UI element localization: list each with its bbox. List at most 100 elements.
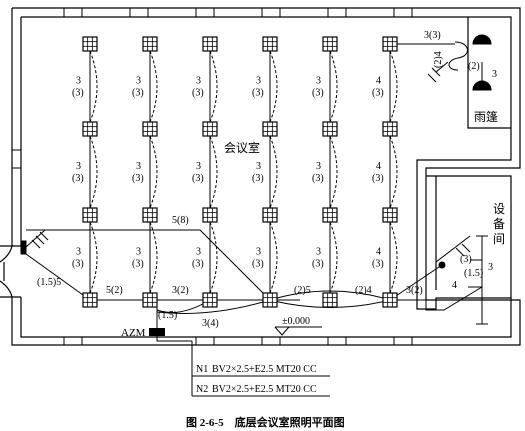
vertical-wire-dashed	[209, 221, 218, 294]
wire-count: 3	[316, 247, 321, 258]
label-canopy-right-a: (2)	[468, 61, 480, 72]
vertical-wire-dashed	[149, 221, 158, 294]
ceiling-light-icon	[202, 121, 218, 137]
route-labels: 3(3) (2)4 (2) 3 5(8) (1.5)5 5(2) 3(2) (2…	[37, 30, 497, 329]
vertical-wire-dashed	[329, 135, 338, 209]
equipment-room-wall	[426, 175, 512, 298]
ceiling-light-icon	[382, 292, 398, 308]
wire-count: 3	[316, 76, 321, 87]
left-door	[0, 245, 21, 298]
canopy-switch-icon	[427, 41, 468, 83]
wire-count: 3	[256, 76, 261, 87]
vertical-wire-dashed	[149, 50, 158, 123]
label-equip-b: (1.5)	[464, 268, 483, 279]
bottom-run	[90, 286, 483, 311]
wire-count: 4	[376, 247, 381, 258]
distribution-box	[149, 328, 165, 336]
circuit-n2-spec: BV2×2.5+E2.5 MT20 CC	[212, 384, 317, 395]
ceiling-light-icon	[82, 121, 98, 137]
ceiling-light-icon	[262, 36, 278, 52]
wire-count-parenthetical: (3)	[312, 173, 324, 184]
wire-count: 3	[136, 161, 141, 172]
wire-count: 3	[316, 161, 321, 172]
elevation-mark	[274, 326, 322, 336]
canopy-label: 雨篷	[474, 109, 498, 124]
vertical-wire-dashed	[389, 135, 398, 209]
wire-count-parenthetical: (3)	[372, 173, 384, 184]
circuit-schedule	[191, 341, 330, 397]
wire-count-parenthetical: (3)	[192, 259, 204, 270]
walls	[0, 7, 521, 346]
label-bottom-b: 3(2)	[172, 285, 189, 296]
vertical-wire-dashed	[269, 50, 278, 123]
ceiling-light-icon	[382, 36, 398, 52]
ceiling-light-icon	[142, 292, 158, 308]
wire-count-labels: 3(3)3(3)3(3)3(3)3(3)4(3)3(3)3(3)3(3)3(3)…	[72, 76, 384, 270]
wire-count: 3	[196, 247, 201, 258]
figure-caption: 图 2-6-5 底层会议室照明平面图	[186, 415, 345, 429]
ceiling-light-icon	[382, 207, 398, 223]
label-equip-c: 3	[488, 262, 493, 273]
wire-count: 4	[376, 161, 381, 172]
vertical-wire-dashed	[389, 221, 398, 294]
wire-count-parenthetical: (3)	[72, 259, 84, 270]
canopy-wall	[467, 17, 511, 129]
wire-count-parenthetical: (3)	[192, 173, 204, 184]
wire-count: 3	[76, 247, 81, 258]
wire-count-parenthetical: (3)	[252, 88, 264, 99]
ceiling-light-icon	[82, 36, 98, 52]
panel-drop	[156, 336, 192, 342]
ceiling-light-icon	[82, 207, 98, 223]
wire-count-parenthetical: (3)	[192, 88, 204, 99]
wire-count: 3	[256, 247, 261, 258]
inner-wall	[20, 16, 512, 338]
meeting-room-label: 会议室	[224, 140, 260, 155]
circuit-n2-name: N2	[196, 384, 208, 395]
label-bottom-e: 3(2)	[406, 285, 423, 296]
wire-count-parenthetical: (3)	[252, 173, 264, 184]
ceiling-light-icon	[82, 292, 98, 308]
label-bottom-a: 5(2)	[106, 285, 123, 296]
label-canopy-right-b: 3	[492, 69, 497, 80]
wire-count-parenthetical: (3)	[72, 88, 84, 99]
wire-count: 3	[136, 76, 141, 87]
vertical-wire-dashed	[89, 221, 98, 294]
label-canopy-drop: (2)4	[433, 51, 444, 68]
label-equip-a: (3)	[460, 254, 472, 265]
wire-count-parenthetical: (3)	[72, 173, 84, 184]
ceiling-light-icon	[262, 207, 278, 223]
wire-count: 4	[376, 76, 381, 87]
equipment-room-label-1: 设	[493, 202, 505, 216]
ceiling-light-icon	[262, 292, 278, 308]
vertical-wire-dashed	[149, 135, 158, 209]
equipment-room-label-2: 备	[493, 217, 505, 231]
vertical-wire-dashed	[89, 135, 98, 209]
wire-count: 3	[196, 76, 201, 87]
vertical-wire-dashed	[89, 50, 98, 123]
luminaire-grid	[82, 36, 398, 308]
left-wall-switch-icon	[20, 229, 49, 255]
ceiling-light-icon	[382, 121, 398, 137]
vertical-wire-dashed	[329, 221, 338, 294]
vertical-wire-dashed	[209, 135, 218, 209]
wire-count-parenthetical: (3)	[312, 88, 324, 99]
vertical-wire-dashed	[269, 135, 278, 209]
wall-columns	[11, 7, 413, 346]
ceiling-light-icon	[322, 292, 338, 308]
equipment-feed	[389, 264, 443, 301]
wire-count: 3	[196, 161, 201, 172]
vertical-wire-dashed	[269, 221, 278, 294]
ceiling-light-icon	[202, 207, 218, 223]
wire-count-parenthetical: (3)	[372, 259, 384, 270]
circuit-n1-name: N1	[196, 364, 208, 375]
ceiling-light-icon	[322, 36, 338, 52]
vertical-wire-dashed	[209, 50, 218, 123]
ceiling-light-icon	[202, 36, 218, 52]
circuit-n1-spec: BV2×2.5+E2.5 MT20 CC	[212, 364, 317, 375]
ceiling-light-icon	[322, 207, 338, 223]
vertical-wire-dashed	[329, 50, 338, 123]
ceiling-light-icon	[142, 121, 158, 137]
wire-count-parenthetical: (3)	[132, 173, 144, 184]
left-lower-feed	[25, 253, 91, 301]
elevation-label: ±0.000	[282, 316, 310, 327]
